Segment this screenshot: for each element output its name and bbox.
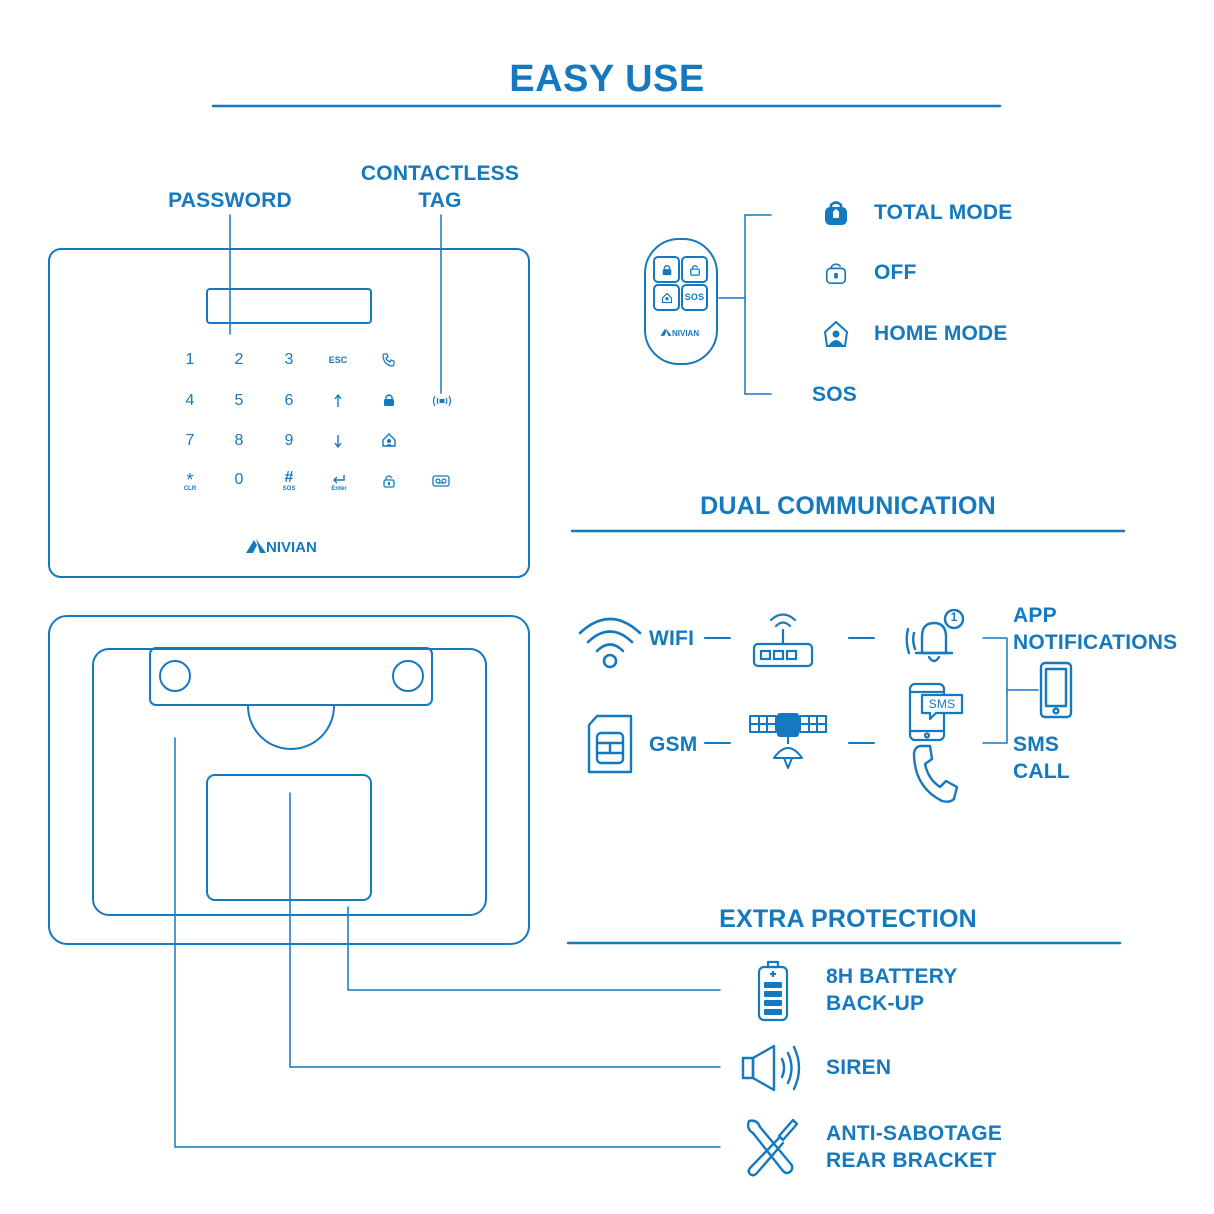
voicemail-icon[interactable] [432, 475, 450, 487]
remote-btn-2 [681, 256, 708, 283]
gsm-label: GSM [649, 733, 698, 756]
remote-brand: NIVIAN [672, 329, 700, 338]
battery-label-line2: BACK-UP [826, 992, 925, 1015]
app-notifications-label-line2: NOTIFICATIONS [1013, 631, 1178, 654]
remote-btn-3 [653, 284, 680, 311]
panel-display [206, 288, 372, 324]
phone-handset-icon [912, 744, 959, 803]
home-mode-label: HOME MODE [874, 322, 1008, 345]
wifi-icon [578, 617, 642, 669]
key-hash-sub: SOS [282, 486, 296, 492]
sos-label: SOS [812, 383, 857, 406]
panel-brand: NIVIAN [266, 539, 317, 556]
lock-closed-icon[interactable] [382, 393, 396, 407]
key-8[interactable]: 8 [234, 432, 244, 449]
password-label: PASSWORD [168, 189, 292, 212]
remote-lock-closed-icon[interactable] [661, 264, 673, 276]
sms-phone-icon [908, 682, 964, 742]
key-6[interactable]: 6 [284, 392, 294, 409]
battery-icon [757, 960, 789, 1022]
home-icon[interactable] [381, 432, 397, 448]
home-mode-icon [823, 320, 849, 347]
remote-sos-button[interactable]: SOS [684, 292, 705, 302]
key-star-sub: CLR [183, 486, 197, 492]
antisabotage-label-line1: ANTI-SABOTAGE [826, 1122, 1003, 1145]
battery-compartment [206, 774, 372, 901]
notification-badge-count: 1 [950, 610, 958, 624]
panel-back-outline [48, 615, 530, 945]
key-hash[interactable]: # [284, 469, 294, 486]
key-5[interactable]: 5 [234, 392, 244, 409]
bracket-screw-left [159, 660, 191, 692]
app-notifications-label-line1: APP [1013, 604, 1057, 627]
bell-icon [905, 609, 965, 663]
bracket-screw-right [392, 660, 424, 692]
nivian-logo-icon [246, 539, 266, 553]
remote-lock-open-icon[interactable] [689, 264, 701, 276]
router-icon [752, 613, 814, 668]
rfid-icon[interactable] [431, 395, 453, 407]
key-enter-sub: Enter [331, 486, 347, 492]
smartphone-icon [1039, 661, 1073, 719]
battery-label-line1: 8H BATTERY [826, 965, 958, 988]
sms-bubble-text: SMS [928, 697, 956, 711]
off-lock-icon [825, 263, 847, 284]
remote-btn-1 [653, 256, 680, 283]
down-arrow-icon[interactable] [332, 434, 344, 448]
siren-label: SIREN [826, 1056, 892, 1079]
sms-call-label-line2: CALL [1013, 760, 1070, 783]
speaker-icon [741, 1044, 801, 1092]
bracket-plate [149, 647, 433, 706]
contactless-label-line2: TAG [418, 189, 462, 212]
key-3[interactable]: 3 [284, 351, 294, 368]
siren-leader [289, 792, 721, 1068]
remote-body [644, 238, 718, 365]
key-9[interactable]: 9 [284, 432, 294, 449]
tools-icon [746, 1118, 799, 1177]
extra-protection-heading: EXTRA PROTECTION [719, 905, 977, 933]
off-label: OFF [874, 261, 917, 284]
contactless-label-line1: CONTACTLESS [360, 162, 520, 185]
key-2[interactable]: 2 [234, 351, 244, 368]
remote-home-icon[interactable] [661, 292, 673, 304]
key-1[interactable]: 1 [185, 351, 195, 368]
sms-call-label-line1: SMS [1013, 733, 1060, 756]
remote-logo-icon [660, 328, 672, 336]
bracket-arc [247, 705, 335, 750]
satellite-icon [749, 713, 827, 769]
remote-btn-4 [681, 284, 708, 311]
key-4[interactable]: 4 [185, 392, 195, 409]
lock-open-icon[interactable] [382, 474, 396, 488]
up-arrow-icon[interactable] [332, 394, 344, 408]
sim-card-icon [587, 714, 633, 774]
key-0[interactable]: 0 [234, 471, 244, 488]
dual-communication-heading: DUAL COMMUNICATION [700, 492, 996, 520]
key-esc[interactable]: ESC [328, 355, 348, 365]
panel-front-outline [48, 248, 530, 578]
total-mode-lock-icon [825, 201, 847, 225]
battery-leader [347, 906, 721, 991]
total-mode-label: TOTAL MODE [874, 201, 1013, 224]
antisabotage-leader [174, 737, 721, 1148]
page-title: EASY USE [509, 58, 705, 100]
key-7[interactable]: 7 [185, 432, 195, 449]
antisabotage-label-line2: REAR BRACKET [826, 1149, 997, 1172]
enter-icon[interactable] [332, 474, 346, 484]
key-star[interactable]: * [186, 470, 194, 490]
phone-icon[interactable] [381, 352, 397, 368]
wifi-label: WIFI [649, 627, 695, 650]
